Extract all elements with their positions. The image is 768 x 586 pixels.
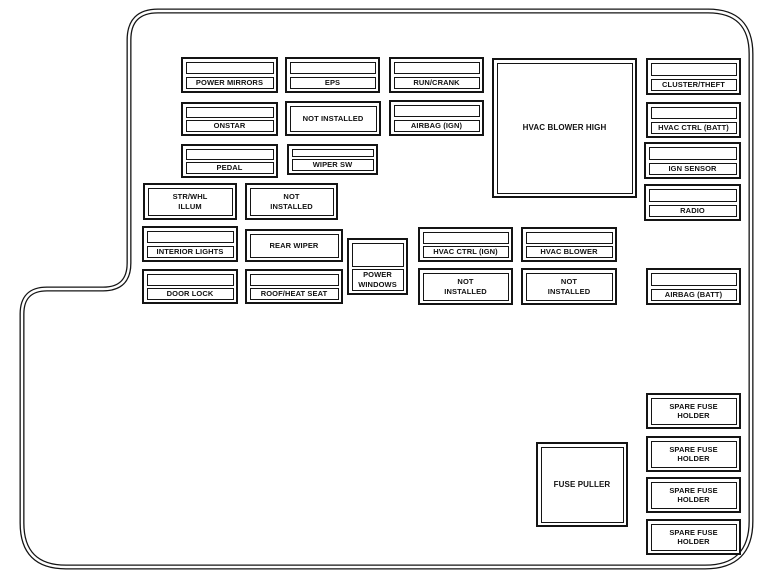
fuse-label: SPARE FUSE HOLDER (650, 481, 737, 509)
fuse-slot (185, 106, 274, 118)
fuse-slot (351, 242, 404, 267)
fuse-label: DOOR LOCK (146, 288, 234, 300)
fuse-label: RUN/CRANK (393, 76, 480, 89)
fuse-radio: RADIO (644, 184, 741, 221)
fuse-puller: FUSE PULLER (536, 442, 628, 527)
fuse-label: NOT INSTALLED (289, 105, 377, 132)
fuse-label: HVAC BLOWER (525, 246, 613, 258)
fuse-wiper-sw: WIPER SW (287, 144, 378, 175)
fuse-hvac-blower-high: HVAC BLOWER HIGH (492, 58, 637, 198)
fuse-label: CLUSTER/THEFT (650, 78, 737, 91)
fuse-hvac-ctrl-ign: HVAC CTRL (IGN) (418, 227, 513, 262)
fuse-power-windows: POWER WINDOWS (347, 238, 408, 295)
fuse-rear-wiper: REAR WIPER (245, 229, 343, 262)
fuse-label: NOT INSTALLED (525, 272, 613, 301)
fuse-label: IGN SENSOR (648, 162, 737, 175)
fuse-label: SPARE FUSE HOLDER (650, 397, 737, 425)
spare-fuse-holder-3: SPARE FUSE HOLDER (646, 477, 741, 513)
fuse-label: WIPER SW (291, 159, 374, 171)
fuse-slot (525, 231, 613, 244)
fuse-slot (650, 272, 737, 286)
fuse-label: SPARE FUSE HOLDER (650, 440, 737, 468)
fuse-slot (393, 61, 480, 75)
fuse-eps: EPS (285, 57, 380, 93)
fuse-label: SPARE FUSE HOLDER (650, 523, 737, 551)
fuse-not-installed-4: NOT INSTALLED (521, 268, 617, 305)
fuse-label: POWER WINDOWS (351, 269, 404, 291)
fuse-str-whl-illum: STR/WHL ILLUM (143, 183, 237, 220)
fuse-label: HVAC BLOWER HIGH (496, 62, 633, 194)
fuse-cluster-theft: CLUSTER/THEFT (646, 58, 741, 95)
fuse-door-lock: DOOR LOCK (142, 269, 238, 304)
fuse-slot (146, 273, 234, 286)
fuse-label: FUSE PULLER (540, 446, 624, 523)
fuse-label: NOT INSTALLED (249, 187, 334, 216)
fuse-onstar: ONSTAR (181, 102, 278, 136)
fuse-label: ROOF/HEAT SEAT (249, 288, 339, 300)
fuse-not-installed-1: NOT INSTALLED (285, 101, 381, 136)
fuse-slot (648, 146, 737, 160)
fuse-label: NOT INSTALLED (422, 272, 509, 301)
fuse-label: STR/WHL ILLUM (147, 187, 233, 216)
fuse-label: RADIO (648, 204, 737, 217)
fuse-ign-sensor: IGN SENSOR (644, 142, 741, 179)
fuse-label: HVAC CTRL (BATT) (650, 121, 737, 134)
fuse-label: AIRBAG (IGN) (393, 119, 480, 132)
fuse-slot (146, 230, 234, 244)
fuse-interior-lights: INTERIOR LIGHTS (142, 226, 238, 262)
fuse-airbag-ign: AIRBAG (IGN) (389, 100, 484, 136)
spare-fuse-holder-2: SPARE FUSE HOLDER (646, 436, 741, 472)
fuse-slot (291, 148, 374, 157)
fuse-label: POWER MIRRORS (185, 76, 274, 89)
fuse-slot (185, 61, 274, 75)
fuse-slot (422, 231, 509, 244)
fuse-roof-heat-seat: ROOF/HEAT SEAT (245, 269, 343, 304)
fuse-hvac-blower: HVAC BLOWER (521, 227, 617, 262)
fuse-slot (393, 104, 480, 118)
spare-fuse-holder-4: SPARE FUSE HOLDER (646, 519, 741, 555)
fuse-label: AIRBAG (BATT) (650, 288, 737, 301)
fuse-label: EPS (289, 76, 376, 89)
fuse-not-installed-3: NOT INSTALLED (418, 268, 513, 305)
fuse-label: ONSTAR (185, 120, 274, 132)
fuse-run-crank: RUN/CRANK (389, 57, 484, 93)
panel-outline-inner (20, 9, 753, 569)
fuse-hvac-ctrl-batt: HVAC CTRL (BATT) (646, 102, 741, 138)
fuse-slot (648, 188, 737, 202)
fuse-slot (249, 273, 339, 286)
fuse-slot (650, 106, 737, 120)
fuse-slot (289, 61, 376, 75)
fuse-pedal: PEDAL (181, 144, 278, 178)
fuse-label: INTERIOR LIGHTS (146, 245, 234, 258)
fuse-label: REAR WIPER (249, 233, 339, 258)
fuse-airbag-batt: AIRBAG (BATT) (646, 268, 741, 305)
fuse-power-mirrors: POWER MIRRORS (181, 57, 278, 93)
fuse-label: HVAC CTRL (IGN) (422, 246, 509, 258)
fuse-slot (185, 148, 274, 160)
fuse-not-installed-2: NOT INSTALLED (245, 183, 338, 220)
spare-fuse-holder-1: SPARE FUSE HOLDER (646, 393, 741, 429)
fuse-label: PEDAL (185, 162, 274, 174)
fuse-slot (650, 62, 737, 76)
